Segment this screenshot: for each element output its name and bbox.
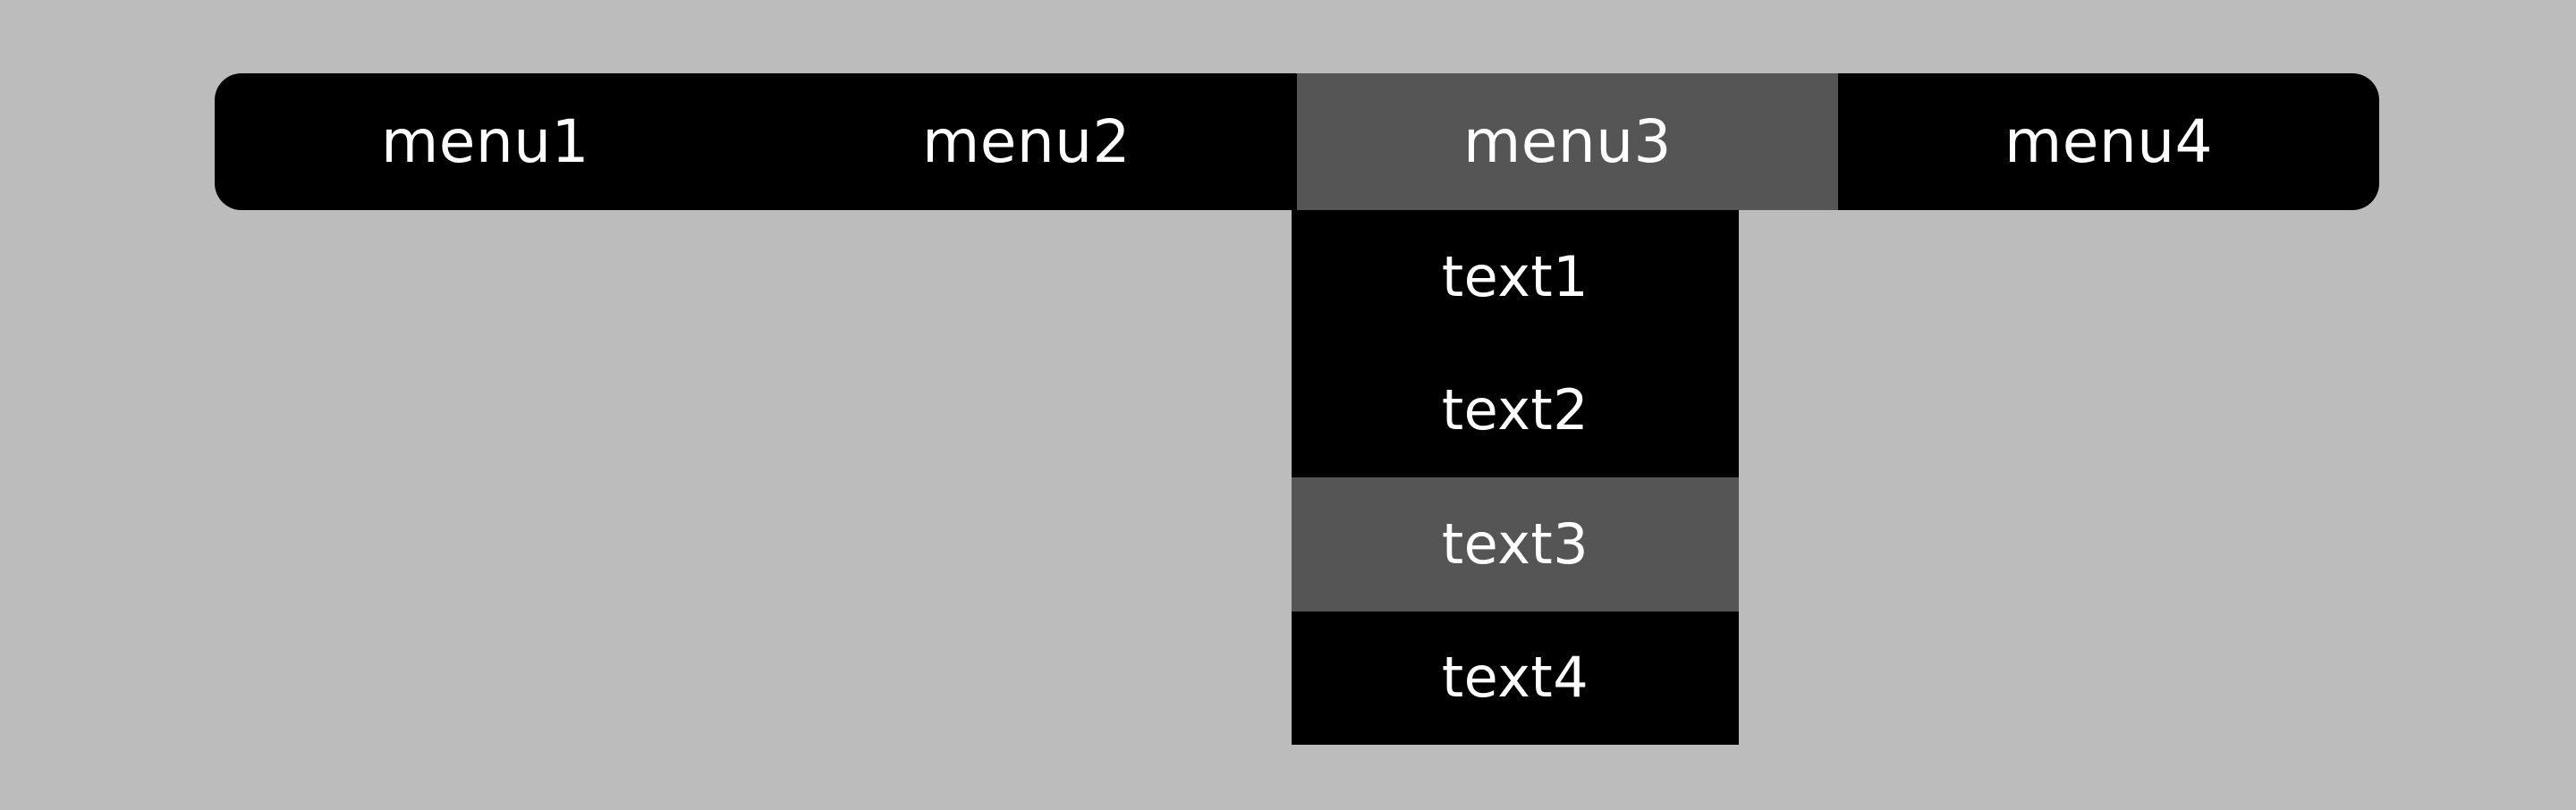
- menu-item-menu2[interactable]: menu2: [756, 73, 1297, 210]
- menu-item-label: menu4: [2004, 106, 2214, 176]
- menu-bar: menu1 menu2 menu3 menu4: [215, 73, 2379, 210]
- menu-item-label: menu3: [1462, 106, 1673, 176]
- menu-item-menu4[interactable]: menu4: [1838, 73, 2379, 210]
- menu-item-label: menu1: [380, 106, 590, 176]
- menu-item-menu1[interactable]: menu1: [215, 73, 756, 210]
- dropdown-item-text2[interactable]: text2: [1292, 344, 1739, 478]
- dropdown-item-label: text4: [1441, 645, 1589, 711]
- menu-item-menu3[interactable]: menu3: [1297, 73, 1838, 210]
- dropdown-item-label: text1: [1441, 243, 1589, 309]
- dropdown-item-label: text2: [1441, 377, 1589, 443]
- menu-item-label: menu2: [921, 106, 1131, 176]
- dropdown-item-text3[interactable]: text3: [1292, 477, 1739, 612]
- dropdown-item-text1[interactable]: text1: [1292, 210, 1739, 344]
- dropdown-item-text4[interactable]: text4: [1292, 612, 1739, 746]
- dropdown-item-label: text3: [1441, 510, 1589, 577]
- dropdown-menu-menu3: text1 text2 text3 text4: [1292, 210, 1739, 745]
